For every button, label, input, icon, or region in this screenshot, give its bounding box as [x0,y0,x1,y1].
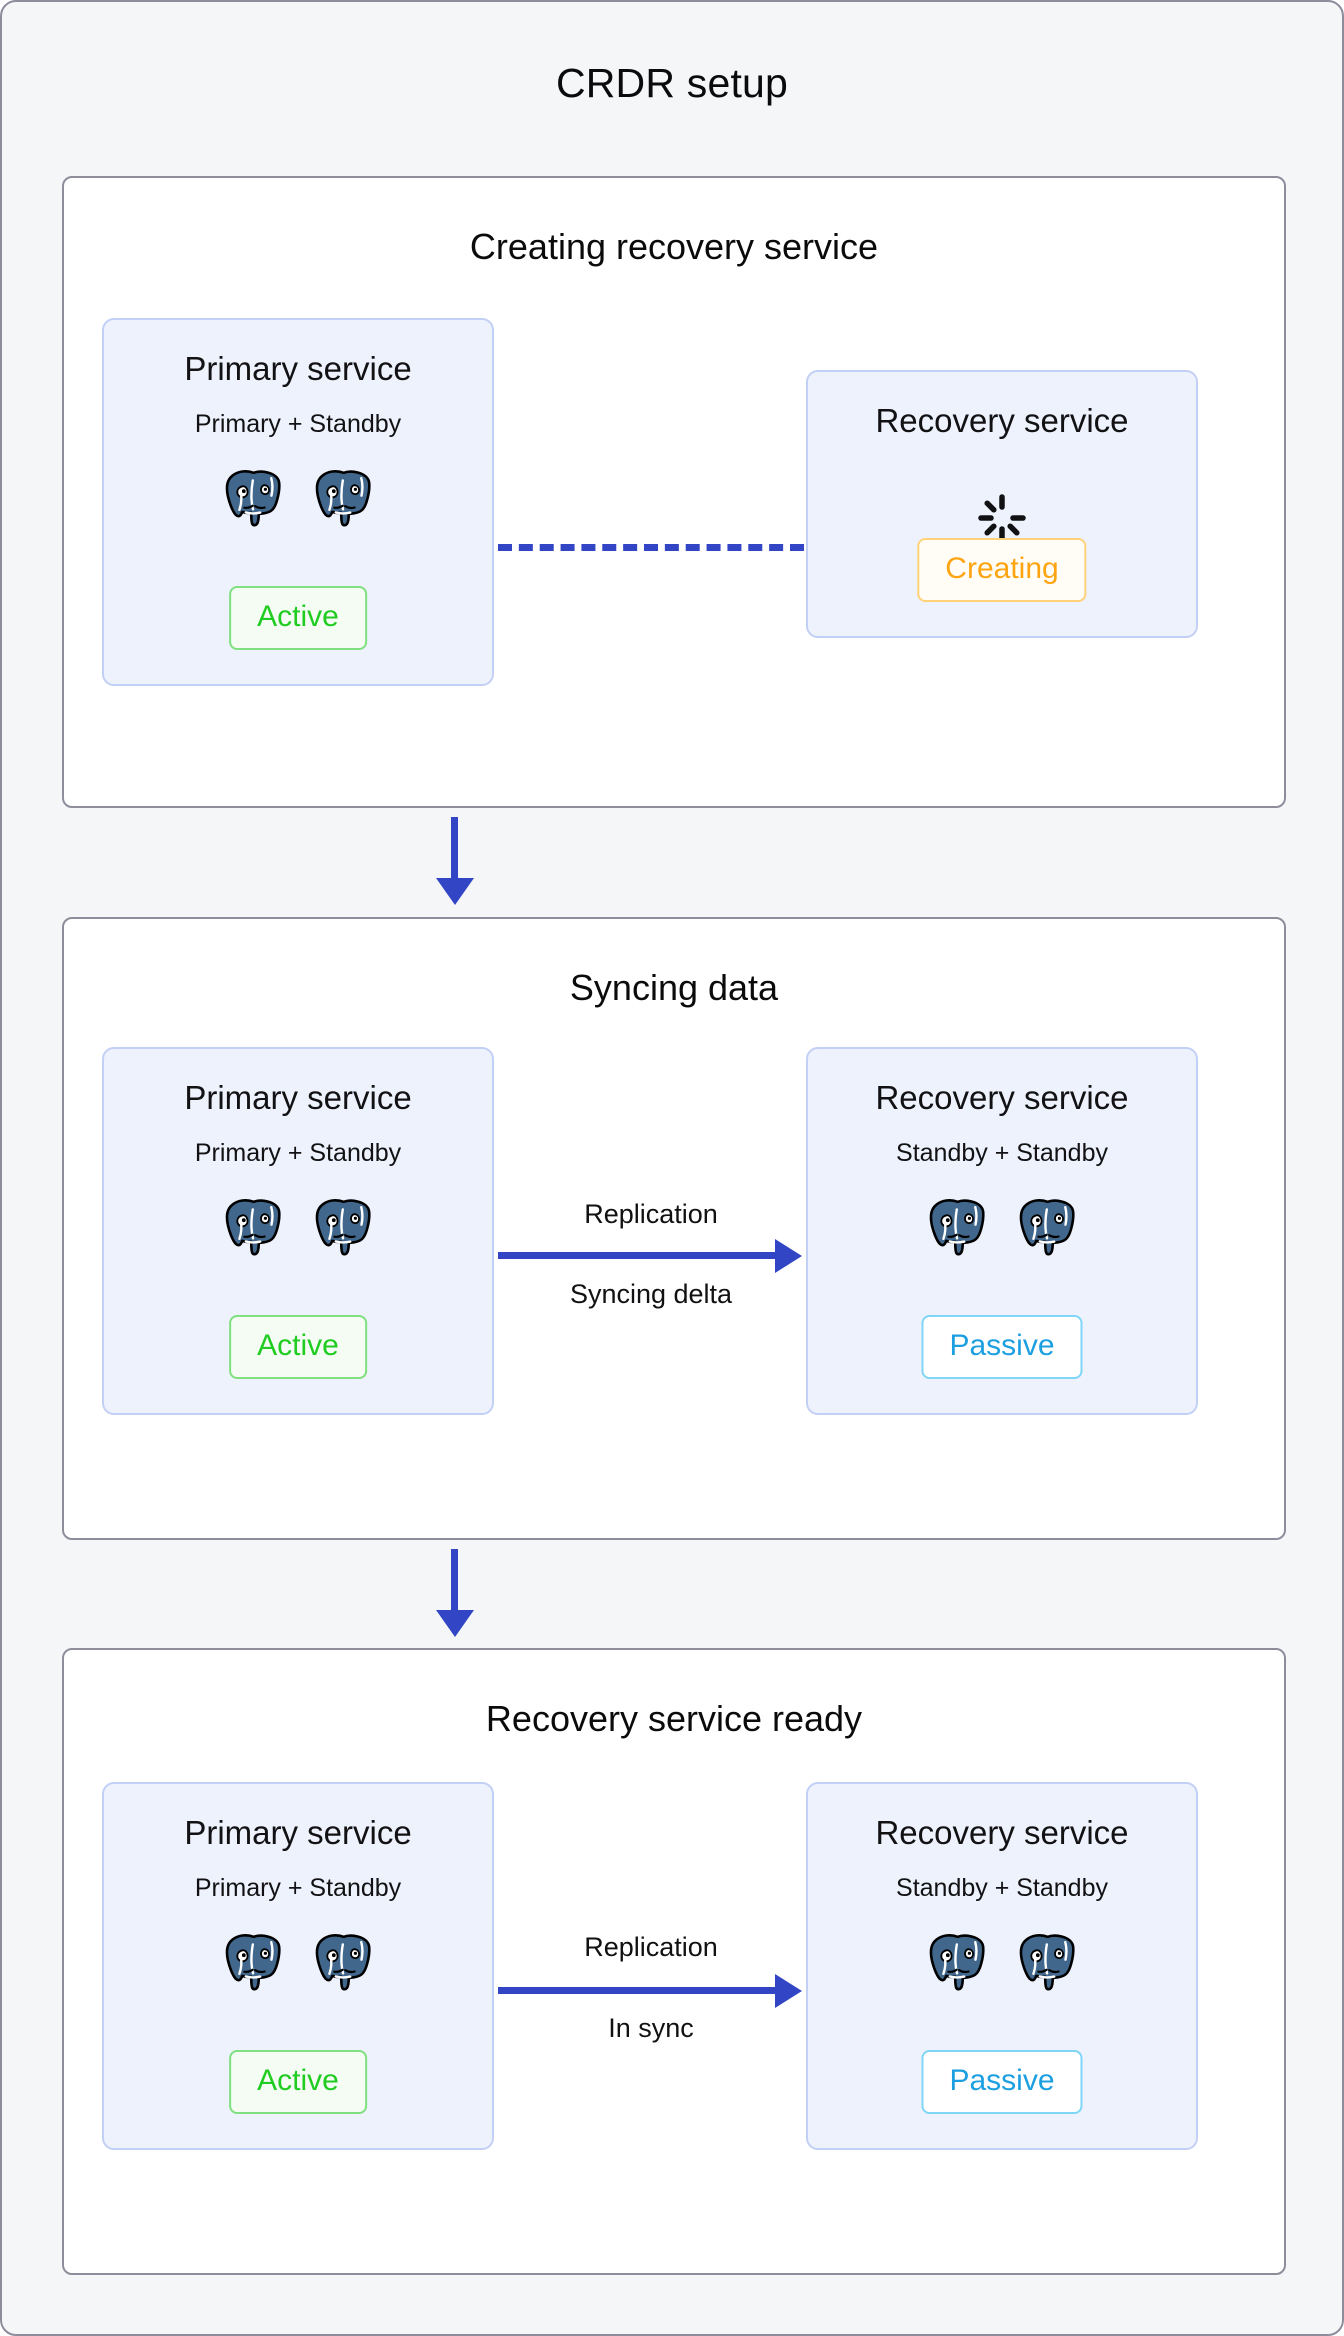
database-node-row [104,464,492,528]
postgresql-elephant-icon [221,1193,285,1257]
panel-title: Recovery service ready [485,1698,863,1739]
connector-label-below: Syncing delta [569,1279,733,1309]
recovery-service-card: Recovery service Standby + Standby [806,1782,1198,2150]
postgresql-elephant-icon [1015,1928,1079,1992]
service-subtitle: Primary + Standby [194,410,402,438]
service-subtitle: Primary + Standby [194,1139,402,1167]
service-title: Recovery service [875,1814,1129,1851]
service-title: Primary service [184,1814,412,1851]
panel-title: Creating recovery service [469,226,879,267]
status-badge-active: Active [229,2050,367,2114]
connector-label-above: Replication [584,1199,718,1229]
postgresql-elephant-icon [311,1193,375,1257]
primary-service-card: Primary service Primary + Standby [102,1782,494,2150]
connector-label-below: In sync [608,2013,694,2043]
postgresql-elephant-icon [221,1928,285,1992]
status-badge-active: Active [229,1315,367,1379]
postgresql-elephant-icon [1015,1193,1079,1257]
postgresql-elephant-icon [221,464,285,528]
recovery-service-card: Recovery service Creating [806,370,1198,638]
replication-arrow [498,1252,776,1259]
dashed-connector [498,544,804,551]
step-arrow-down [451,1549,458,1611]
service-subtitle: Primary + Standby [194,1874,402,1902]
step-arrow-down [451,817,458,879]
recovery-service-card: Recovery service Standby + Standby [806,1047,1198,1415]
status-badge-active: Active [229,586,367,650]
page-title: CRDR setup [555,60,789,106]
primary-service-card: Primary service Primary + Standby [102,318,494,686]
status-badge-passive: Passive [921,2050,1083,2114]
database-node-row [104,1193,492,1257]
panel-title: Syncing data [569,967,779,1008]
connector-label-above: Replication [584,1932,718,1962]
panel-syncing-data: Syncing data Primary service Primary + S… [62,917,1286,1540]
postgresql-elephant-icon [925,1193,989,1257]
service-subtitle: Standby + Standby [896,1874,1108,1902]
postgresql-elephant-icon [311,1928,375,1992]
database-node-row [808,1928,1196,1992]
panel-recovery-service-ready: Recovery service ready Primary service P… [62,1648,1286,2275]
service-subtitle: Standby + Standby [896,1139,1108,1167]
status-badge-creating: Creating [917,538,1087,602]
replication-arrow [498,1987,776,1994]
service-title: Primary service [184,1079,412,1116]
postgresql-elephant-icon [311,464,375,528]
panel-creating-recovery-service: Creating recovery service Primary servic… [62,176,1286,808]
loading-spinner-icon [976,492,1028,549]
status-badge-passive: Passive [921,1315,1083,1379]
database-node-row [104,1928,492,1992]
service-title: Primary service [184,350,412,387]
service-title: Recovery service [875,1079,1129,1116]
primary-service-card: Primary service Primary + Standby [102,1047,494,1415]
service-title: Recovery service [875,402,1129,439]
database-node-row [808,1193,1196,1257]
postgresql-elephant-icon [925,1928,989,1992]
